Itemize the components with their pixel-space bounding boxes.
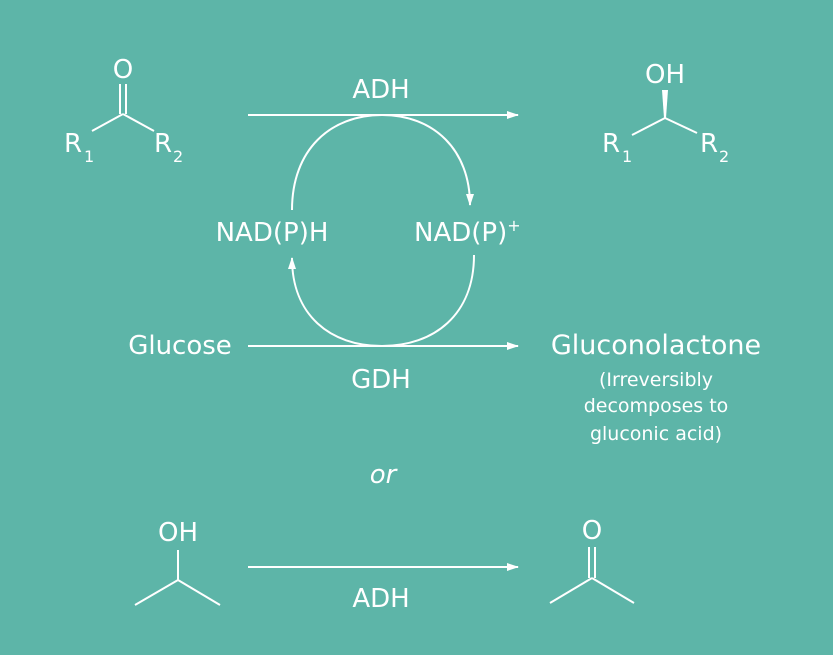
cycle-arc-bottom (288, 254, 475, 348)
product-note-line-1: (Irreversibly (599, 369, 713, 391)
substrate-glucose: Glucose (128, 331, 232, 361)
product-note-line-3: gluconic acid) (590, 423, 722, 445)
cofactor-reduced-label: NAD(P)H (216, 218, 329, 248)
acetone-structure: O (549, 516, 635, 604)
cycle-arc-top (291, 113, 474, 211)
alcohol-r1: R (602, 129, 620, 159)
isopropanol-structure: OH (134, 518, 221, 606)
top-enzyme-label: ADH (352, 75, 409, 105)
product-note-line-2: decomposes to (584, 395, 729, 417)
alt-enzyme-label: ADH (352, 584, 409, 614)
product-gluconolactone: Gluconolactone (551, 330, 761, 361)
ketone-r2-sub: 2 (173, 147, 183, 166)
acetone-oxygen: O (582, 516, 602, 546)
alcohol-oh: OH (645, 60, 685, 90)
ketone-structure: O R 1 R 2 (64, 55, 183, 166)
ketone-r2: R (154, 129, 172, 159)
ketone-r1: R (64, 129, 82, 159)
alcohol-r1-sub: 1 (622, 147, 632, 166)
alcohol-r2: R (700, 129, 718, 159)
ketone-oxygen: O (113, 55, 133, 85)
bottom-enzyme-label: GDH (351, 365, 411, 395)
chiral-alcohol-structure: OH R 1 R 2 (602, 60, 729, 166)
wedge-bond (662, 90, 668, 118)
isopropanol-oh: OH (158, 518, 198, 548)
cofactor-oxidized-label: NAD(P)+ (414, 216, 521, 248)
alcohol-r2-sub: 2 (719, 147, 729, 166)
or-label: or (370, 460, 399, 490)
ketone-r1-sub: 1 (84, 147, 94, 166)
